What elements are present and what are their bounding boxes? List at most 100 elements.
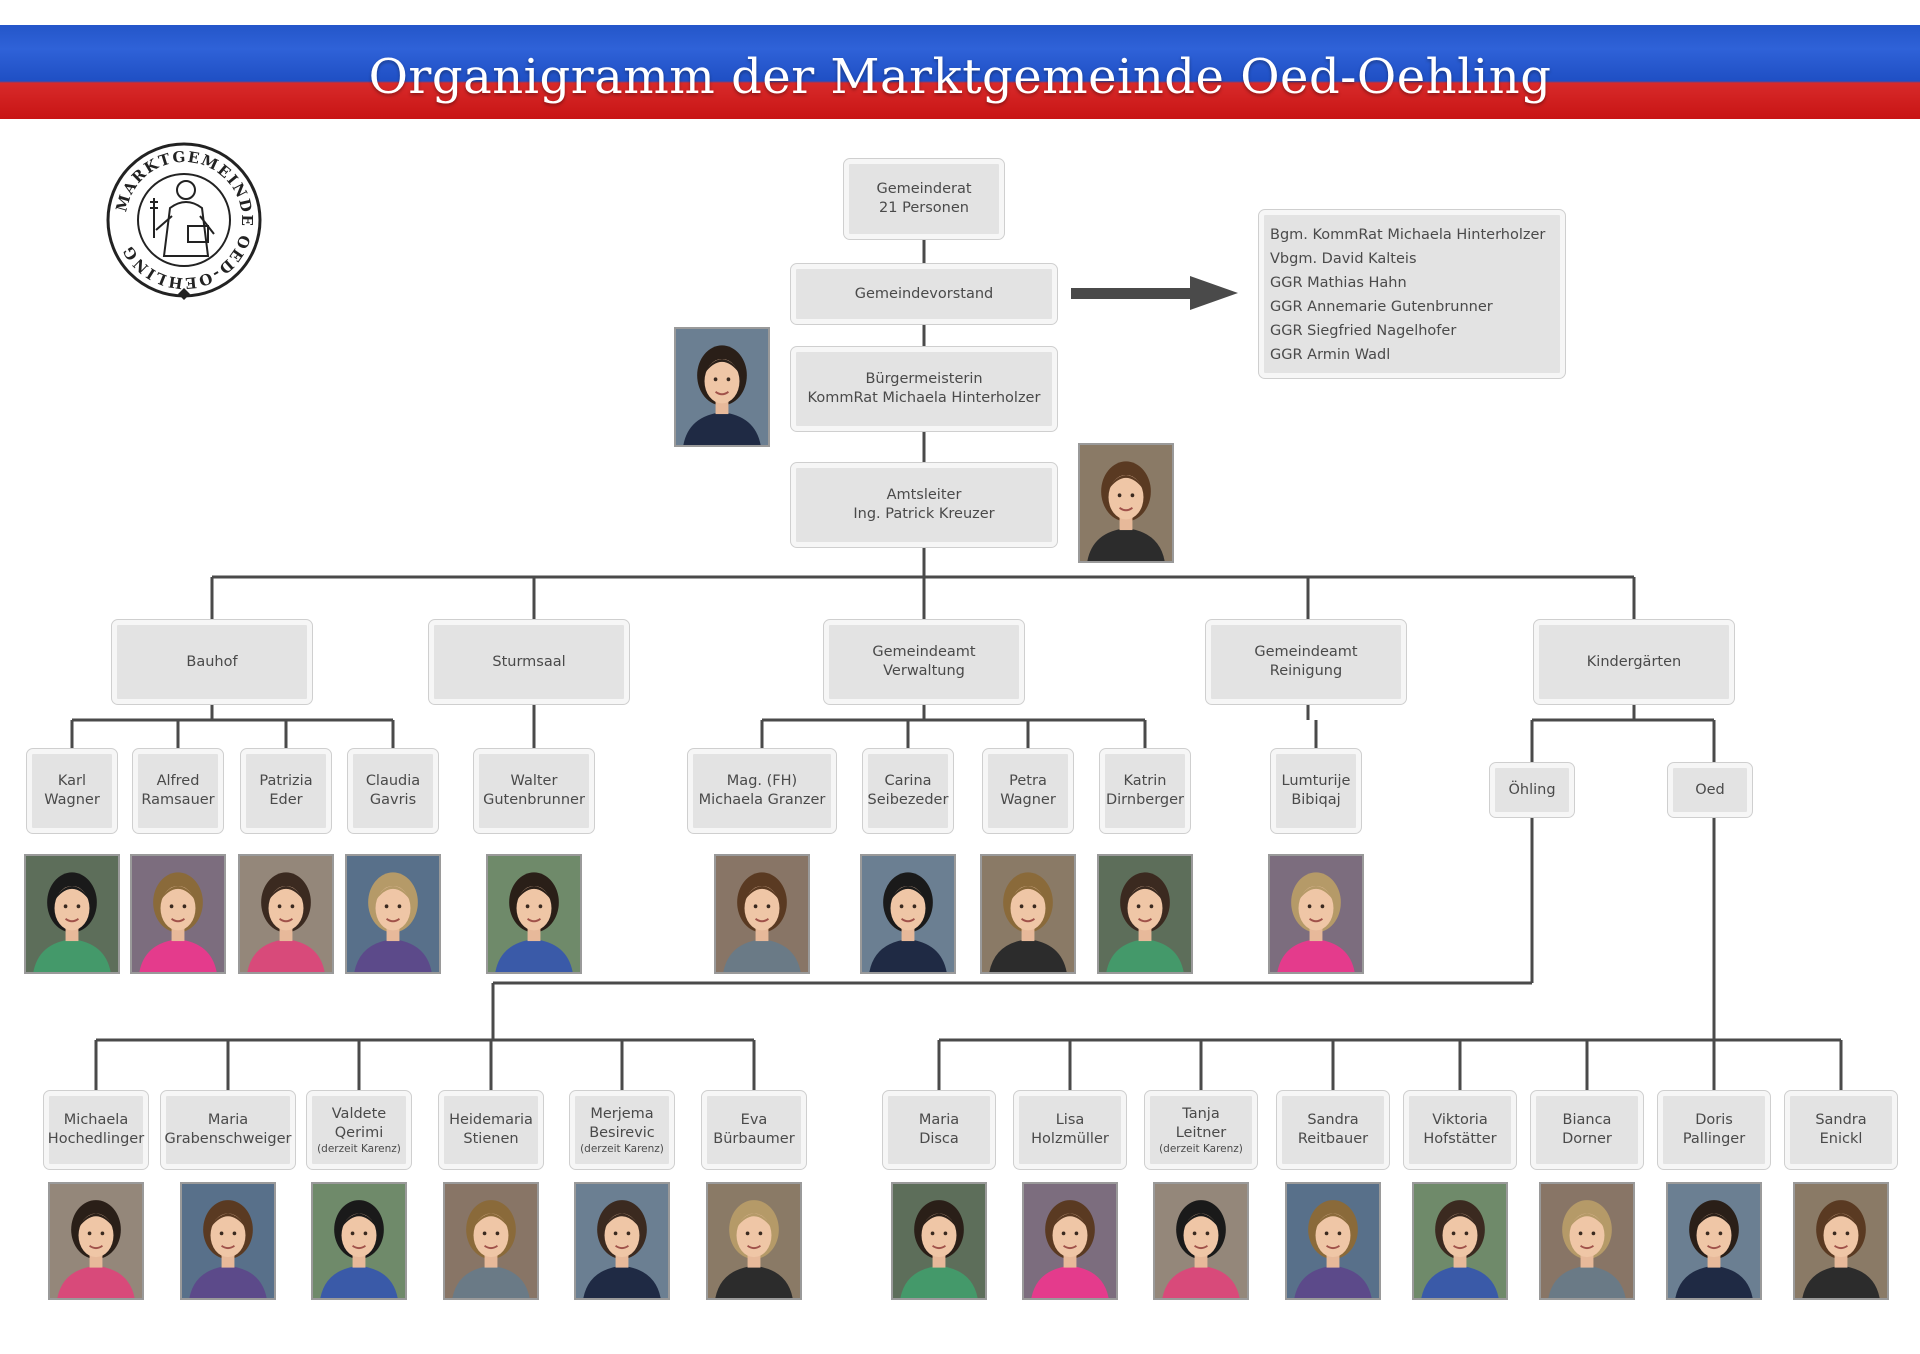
sturmsaal-box: Sturmsaal bbox=[428, 619, 630, 705]
gemeinderat-box: Gemeinderat 21 Personen bbox=[843, 158, 1005, 240]
staff-photo bbox=[714, 854, 810, 974]
box-text-line: Lisa bbox=[1055, 1112, 1085, 1128]
box-text-line: Gutenbrunner bbox=[483, 792, 585, 808]
box-text-line: Carina bbox=[884, 773, 932, 789]
arrow-right-icon bbox=[1071, 276, 1238, 310]
photo-buergermeisterin bbox=[674, 327, 770, 447]
box-text-line: Leitner bbox=[1175, 1125, 1227, 1141]
oehling-staff-photo bbox=[180, 1182, 276, 1300]
box-text-line: Michaela bbox=[63, 1112, 129, 1128]
status-note: (derzeit Karenz) bbox=[1159, 1143, 1243, 1155]
box-text-line: Bürgermeisterin bbox=[865, 371, 983, 387]
staff-photo bbox=[486, 854, 582, 974]
box-text-line: Holzmüller bbox=[1031, 1131, 1109, 1147]
box-text-line: Dorner bbox=[1562, 1131, 1612, 1147]
box-text-line: Qerimi bbox=[334, 1125, 384, 1141]
box-text-line: Katrin bbox=[1123, 773, 1167, 789]
box-text-line: Besirevic bbox=[589, 1125, 655, 1141]
box-text-line: Pallinger bbox=[1682, 1131, 1746, 1147]
box-text-line: Walter bbox=[510, 773, 558, 789]
staff-photo bbox=[1268, 854, 1364, 974]
oehling-staff-photo bbox=[48, 1182, 144, 1300]
box-text-line: Merjema bbox=[590, 1106, 654, 1122]
box-text-line: Dirnberger bbox=[1105, 792, 1184, 808]
staff-photo bbox=[238, 854, 334, 974]
box-text-line: Sandra bbox=[1815, 1112, 1867, 1128]
box-text-line: Maria bbox=[207, 1112, 249, 1128]
site-oehling-box: Öhling bbox=[1489, 762, 1575, 818]
box-text-line: Enickl bbox=[1819, 1131, 1863, 1147]
box-text-line: Ramsauer bbox=[141, 792, 215, 808]
oed-staff-photo bbox=[1022, 1182, 1118, 1300]
staff-photo bbox=[130, 854, 226, 974]
box-text-line: Ing. Patrick Kreuzer bbox=[853, 506, 995, 522]
box-text-line: Disca bbox=[919, 1131, 959, 1147]
staff-photo bbox=[1097, 854, 1193, 974]
vorstand-member: GGR Siegfried Nagelhofer bbox=[1270, 323, 1457, 339]
box-text-line: Gavris bbox=[369, 792, 417, 808]
box-text-line: Alfred bbox=[156, 773, 200, 789]
box-text-line: Eva bbox=[740, 1112, 768, 1128]
box-text-line: Grabenschweiger bbox=[164, 1131, 292, 1147]
vorstand-member: GGR Armin Wadl bbox=[1270, 347, 1391, 363]
box-text-line: Wagner bbox=[44, 792, 100, 808]
site-oed-box: Oed bbox=[1667, 762, 1753, 818]
box-text-line: Gemeindeamt bbox=[872, 644, 976, 660]
oed-staff-photo bbox=[1285, 1182, 1381, 1300]
box-text-line: Stienen bbox=[463, 1131, 519, 1147]
oehling-staff-photo bbox=[574, 1182, 670, 1300]
box-text-line: KommRat Michaela Hinterholzer bbox=[807, 390, 1041, 406]
box-text-line: Patrizia bbox=[259, 773, 313, 789]
vorstand-member: GGR Annemarie Gutenbrunner bbox=[1270, 299, 1493, 315]
oed-staff-photo bbox=[891, 1182, 987, 1300]
box-text-line: Petra bbox=[1009, 773, 1047, 789]
oehling-staff-photo bbox=[706, 1182, 802, 1300]
bauhof-box: Bauhof bbox=[111, 619, 313, 705]
box-text-line: Bibiqaj bbox=[1291, 792, 1341, 808]
box-text-line: 21 Personen bbox=[879, 200, 969, 216]
box-text-line: Seibezeder bbox=[867, 792, 949, 808]
box-text-line: Sandra bbox=[1307, 1112, 1359, 1128]
box-text-line: Reitbauer bbox=[1297, 1131, 1369, 1147]
staff-photo bbox=[345, 854, 441, 974]
box-text-line: Michaela Granzer bbox=[698, 792, 826, 808]
box-text-line: Tanja bbox=[1182, 1106, 1220, 1122]
box-text-line: Gemeindeamt bbox=[1254, 644, 1358, 660]
oed-staff-photo bbox=[1666, 1182, 1762, 1300]
box-text-line: Karl bbox=[57, 773, 87, 789]
box-text-line: Hofstätter bbox=[1423, 1131, 1497, 1147]
box-text-line: Doris bbox=[1695, 1112, 1733, 1128]
box-text-line: Claudia bbox=[365, 773, 421, 789]
oehling-staff-photo bbox=[311, 1182, 407, 1300]
box-text-line: Gemeindevorstand bbox=[854, 285, 994, 302]
page-title: Organigramm der Marktgemeinde Oed-Oehlin… bbox=[368, 49, 1552, 105]
staff-photo bbox=[860, 854, 956, 974]
staff-box-verwaltung: Mag. (FH)Michaela Granzer bbox=[687, 748, 837, 834]
box-text-line: Gemeinderat bbox=[876, 181, 972, 197]
box-text-line: Verwaltung bbox=[883, 663, 965, 679]
oed-staff-photo bbox=[1793, 1182, 1889, 1300]
gemeindevorstand-box: Gemeindevorstand bbox=[790, 263, 1058, 325]
